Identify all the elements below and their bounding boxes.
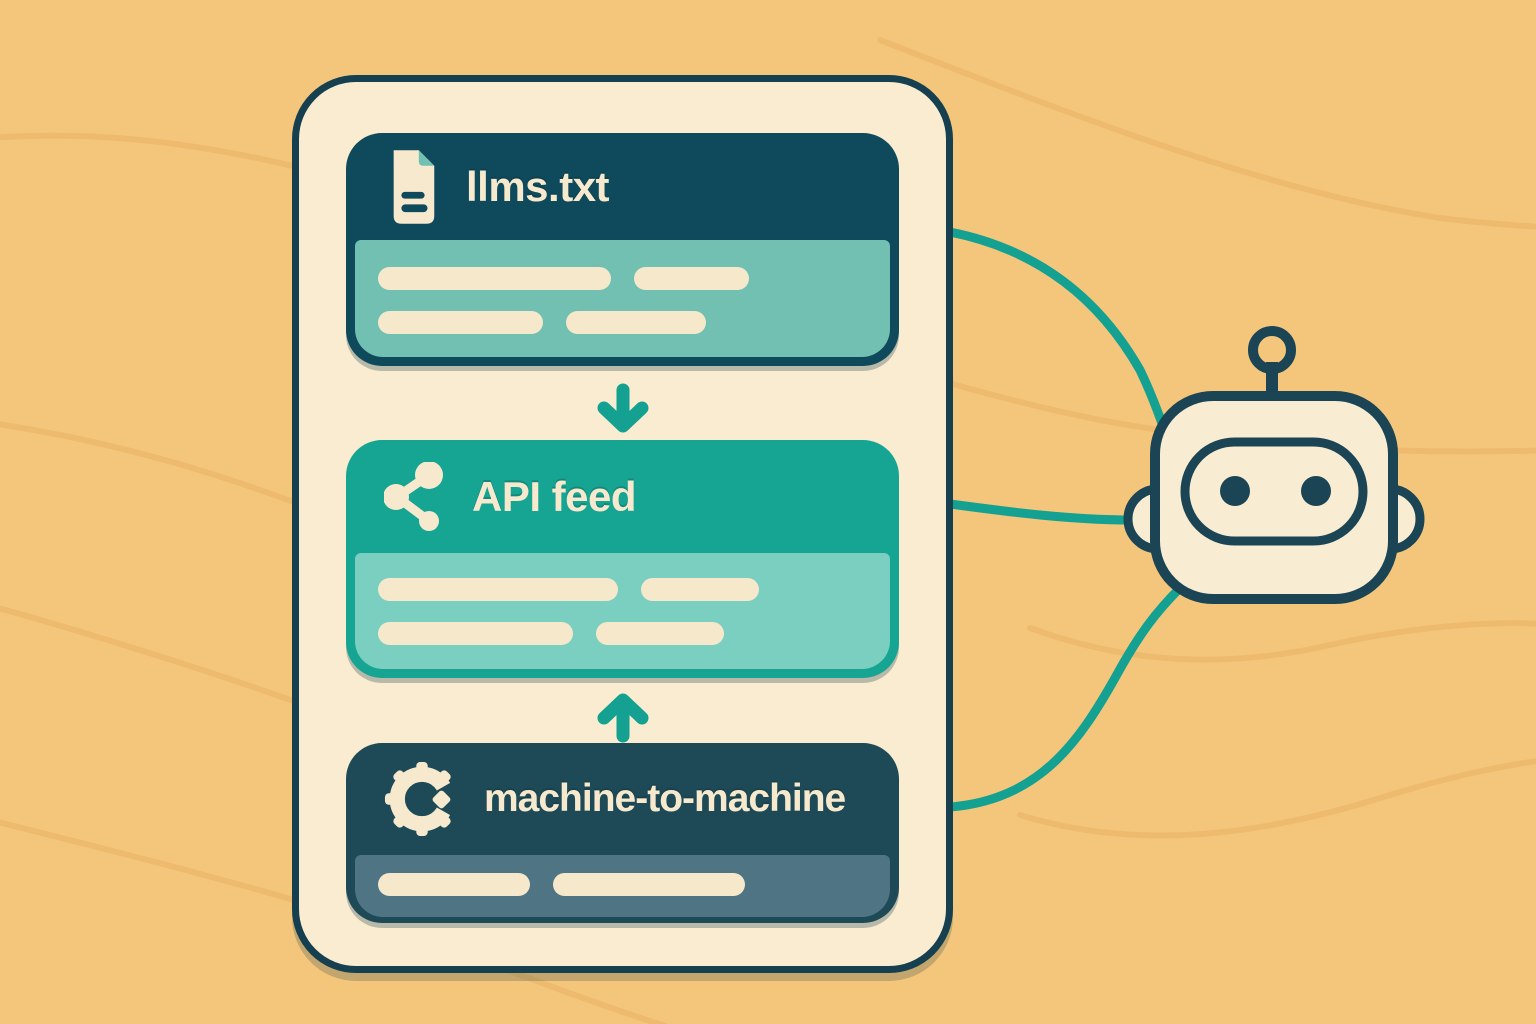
connector-lines: [945, 227, 1185, 812]
robot-antenna-tip: [1248, 326, 1296, 374]
block-machine-to-machine-skeleton-body: [355, 855, 890, 917]
connector-line-top: [945, 227, 1176, 455]
skeleton-row: [378, 622, 890, 645]
share-icon: [384, 461, 443, 531]
block-llms-txt-header: llms.txt: [346, 133, 899, 240]
connector-line-middle: [945, 499, 1136, 525]
skeleton-bar: [378, 578, 618, 601]
block-llms-txt-label: llms.txt: [466, 162, 610, 210]
block-machine-to-machine-label: machine-to-machine: [484, 777, 846, 820]
block-machine-to-machine: machine-to-machine: [346, 743, 899, 923]
block-llms-txt-skeleton-body: [355, 240, 890, 357]
arrow-up-icon: [595, 688, 651, 744]
robot-head: [1123, 326, 1425, 604]
skeleton-bar: [596, 622, 724, 645]
skeleton-bar: [378, 873, 530, 896]
arrow-down-icon: [595, 382, 651, 438]
block-api-feed: API feed: [346, 440, 899, 678]
skeleton-bar: [378, 311, 543, 334]
skeleton-row: [378, 873, 890, 896]
content-card: llms.txt API feed: [292, 75, 953, 973]
skeleton-bar: [378, 622, 573, 645]
skeleton-bar: [566, 311, 706, 334]
robot-eye-right: [1301, 476, 1331, 506]
robot-parts: [1123, 326, 1425, 604]
gear-icon: [384, 761, 460, 837]
skeleton-bar: [641, 578, 759, 601]
block-api-feed-skeleton-body: [355, 553, 890, 669]
skeleton-row: [378, 311, 890, 334]
block-api-feed-header: API feed: [346, 440, 899, 553]
connector-line-bottom: [945, 583, 1185, 812]
block-machine-to-machine-header: machine-to-machine: [346, 743, 899, 855]
skeleton-row: [378, 578, 890, 601]
robot-visor: [1180, 437, 1368, 546]
block-llms-txt: llms.txt: [346, 133, 899, 366]
skeleton-row: [378, 267, 890, 290]
skeleton-bar: [553, 873, 745, 896]
robot-eye-left: [1220, 476, 1250, 506]
block-api-feed-label: API feed: [472, 472, 637, 520]
skeleton-bar: [378, 267, 611, 290]
skeleton-bar: [634, 267, 749, 290]
document-icon: [393, 149, 435, 224]
